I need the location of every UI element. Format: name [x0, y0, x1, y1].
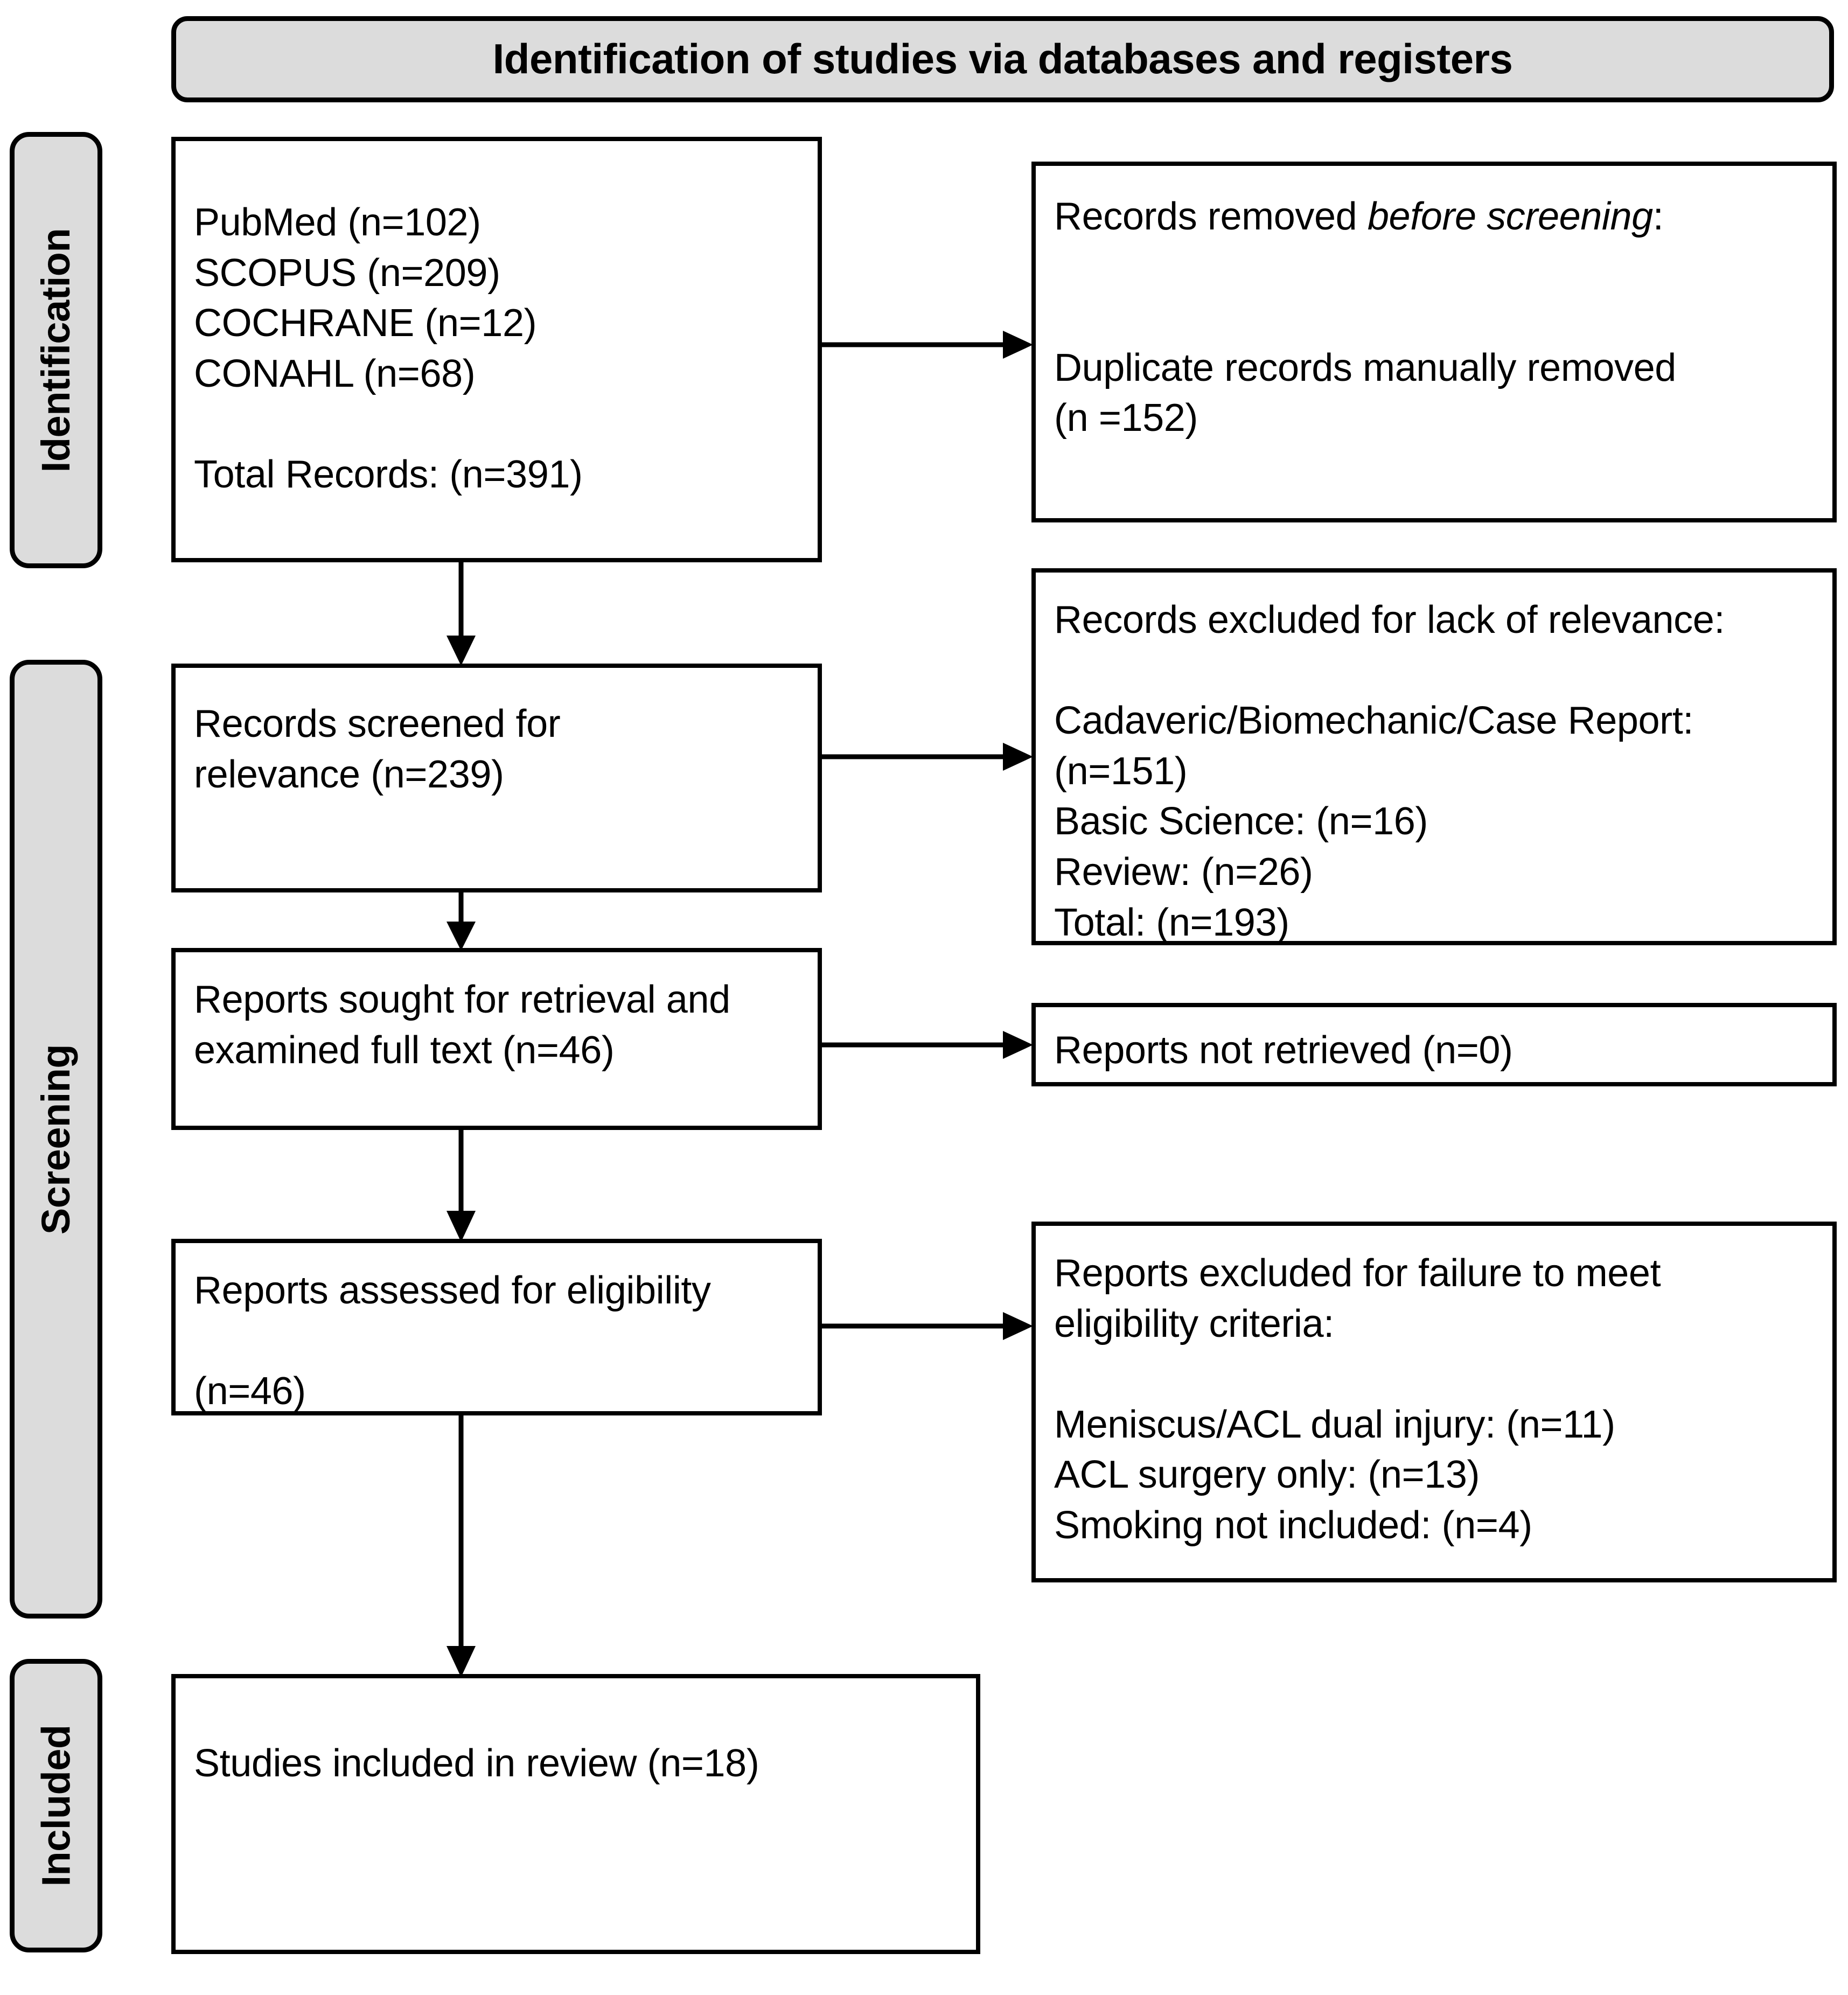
box-records-screened-text: Records screened for relevance (n=239) — [194, 702, 561, 796]
stage-pill-screening: Screening — [10, 660, 102, 1619]
arrow-assessed-to-excluded — [822, 1310, 1033, 1342]
arrow-screened-to-sought — [444, 892, 478, 951]
box-reports-excluded-eligibility-text: Reports excluded for failure to meet eli… — [1054, 1252, 1661, 1547]
arrow-sought-to-not-retrieved — [822, 1029, 1033, 1061]
stage-label-screening: Screening — [33, 1044, 79, 1234]
header-banner: Identification of studies via databases … — [171, 16, 1834, 102]
box-reports-excluded-eligibility: Reports excluded for failure to meet eli… — [1031, 1222, 1837, 1582]
box-records-screened: Records screened for relevance (n=239) — [171, 664, 822, 892]
box-reports-sought-text: Reports sought for retrieval and examine… — [194, 978, 730, 1072]
arrow-identified-to-screened — [444, 562, 478, 666]
box-records-excluded-relevance-text: Records excluded for lack of relevance: … — [1054, 598, 1725, 944]
box-records-removed: Records removed before screening: Duplic… — [1031, 162, 1837, 522]
page-title: Identification of studies via databases … — [492, 35, 1513, 83]
records-removed-heading-plain: Records removed — [1054, 195, 1368, 238]
stage-pill-identification: Identification — [10, 132, 102, 568]
arrow-sought-to-assessed — [444, 1130, 478, 1242]
stage-label-identification: Identification — [33, 228, 79, 472]
box-records-identified: PubMed (n=102) SCOPUS (n=209) COCHRANE (… — [171, 137, 822, 562]
box-reports-assessed: Reports assessed for eligibility (n=46) — [171, 1239, 822, 1415]
box-records-removed-heading: Records removed before screening: — [1054, 192, 1816, 242]
stage-pill-included: Included — [10, 1659, 102, 1952]
box-reports-not-retrieved: Reports not retrieved (n=0) — [1031, 1003, 1837, 1086]
box-studies-included: Studies included in review (n=18) — [171, 1674, 980, 1954]
arrow-assessed-to-included — [444, 1415, 478, 1677]
records-removed-heading-italic: before screening — [1367, 195, 1653, 238]
box-studies-included-text: Studies included in review (n=18) — [194, 1742, 759, 1785]
records-removed-heading-suffix: : — [1652, 195, 1664, 238]
box-records-identified-text: PubMed (n=102) SCOPUS (n=209) COCHRANE (… — [194, 201, 583, 496]
box-records-removed-text: Duplicate records manually removed (n =1… — [1054, 346, 1676, 440]
box-reports-sought: Reports sought for retrieval and examine… — [171, 948, 822, 1130]
box-reports-assessed-text: Reports assessed for eligibility (n=46) — [194, 1269, 711, 1413]
arrow-screened-to-excluded — [822, 741, 1033, 773]
box-reports-not-retrieved-text: Reports not retrieved (n=0) — [1054, 1029, 1513, 1072]
stage-label-included: Included — [33, 1725, 79, 1887]
box-records-excluded-relevance: Records excluded for lack of relevance: … — [1031, 568, 1837, 945]
arrow-identified-to-removed — [822, 329, 1033, 361]
